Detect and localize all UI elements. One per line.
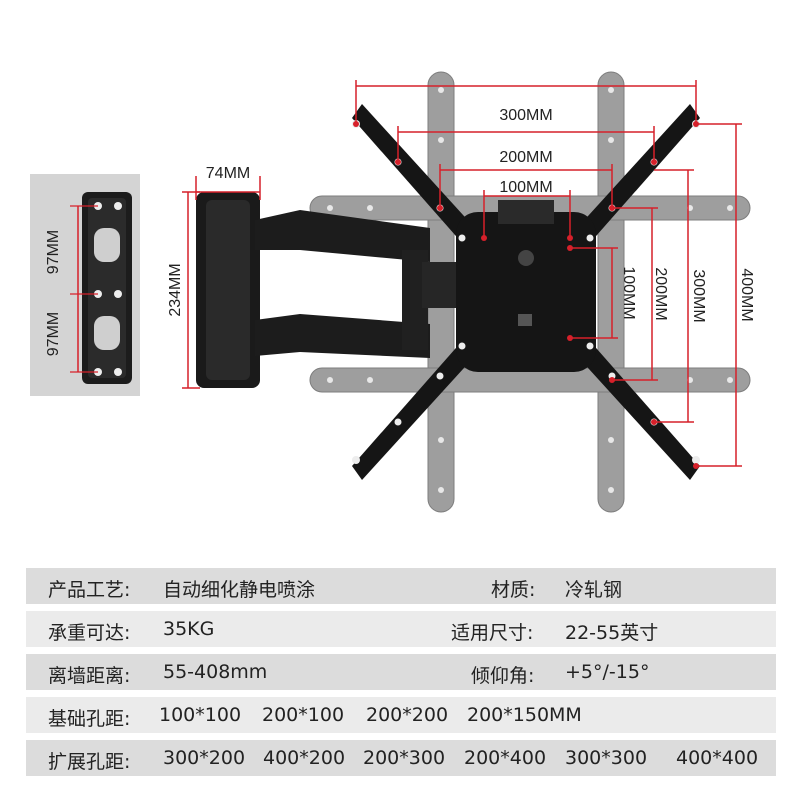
value-basic-vesa-3: 200*200 xyxy=(366,704,449,726)
label-234mm: 234MM xyxy=(167,263,184,316)
label-97mm-upper: 97MM xyxy=(45,230,62,274)
spec-row-basic-vesa: 基础孔距: 100*100 200*100 200*200 200*150MM xyxy=(26,697,776,733)
spec-row-load: 承重可达: 35KG 适用尺寸: 22-55英寸 xyxy=(26,611,776,647)
wall-plate-inset: 97MM 97MM xyxy=(30,174,140,396)
value-tilt: +5°/-15° xyxy=(565,661,650,683)
label-basic-vesa: 基础孔距: xyxy=(48,708,131,730)
label-97mm-lower: 97MM xyxy=(45,312,62,356)
value-process: 自动细化静电喷涂 xyxy=(163,579,316,601)
spec-row-extended-vesa: 扩展孔距: 300*200 400*200 200*300 200*400 30… xyxy=(26,740,776,776)
wall-mount-arm xyxy=(196,192,472,388)
label-distance: 离墙距离: xyxy=(48,665,131,687)
label-200mm-horizontal: 200MM xyxy=(499,149,552,166)
product-diagram: 97MM 97MM xyxy=(30,71,755,513)
value-basic-vesa-1: 100*100 xyxy=(159,704,242,726)
value-distance: 55-408mm xyxy=(163,661,268,683)
label-300mm-vertical: 300MM xyxy=(690,269,707,322)
label-100mm-horizontal: 100MM xyxy=(499,179,552,196)
value-basic-vesa-4: 200*150MM xyxy=(467,704,582,726)
dimension-endpoints xyxy=(353,121,699,469)
spec-table: 产品工艺: 自动细化静电喷涂 材质: 冷轧钢 承重可达: 35KG 适用尺寸: … xyxy=(26,568,776,783)
value-load: 35KG xyxy=(163,618,215,640)
value-extended-vesa-5: 300*300 xyxy=(565,747,648,769)
value-extended-vesa-4: 200*400 xyxy=(464,747,547,769)
label-extended-vesa: 扩展孔距: xyxy=(48,751,131,773)
label-load: 承重可达: xyxy=(48,622,131,644)
label-100mm-vertical: 100MM xyxy=(620,266,637,319)
spec-row-process: 产品工艺: 自动细化静电喷涂 材质: 冷轧钢 xyxy=(26,568,776,604)
value-extended-vesa-3: 200*300 xyxy=(363,747,446,769)
dimension-lines xyxy=(182,80,742,467)
value-size: 22-55英寸 xyxy=(565,622,659,644)
value-material: 冷轧钢 xyxy=(565,579,623,601)
label-tilt: 倾仰角: xyxy=(471,665,535,687)
value-extended-vesa-1: 300*200 xyxy=(163,747,246,769)
label-74mm: 74MM xyxy=(206,165,250,182)
label-material: 材质: xyxy=(491,579,536,601)
value-basic-vesa-2: 200*100 xyxy=(262,704,345,726)
label-300mm-horizontal: 300MM xyxy=(499,107,552,124)
label-200mm-vertical: 200MM xyxy=(652,267,669,320)
label-size: 适用尺寸: xyxy=(451,622,534,644)
value-extended-vesa-2: 400*200 xyxy=(263,747,346,769)
label-process: 产品工艺: xyxy=(48,579,131,601)
value-extended-vesa-6: 400*400 xyxy=(676,747,759,769)
label-400mm-vertical: 400MM xyxy=(738,268,755,321)
vesa-bracket xyxy=(352,104,700,480)
spec-row-distance: 离墙距离: 55-408mm 倾仰角: +5°/-15° xyxy=(26,654,776,690)
